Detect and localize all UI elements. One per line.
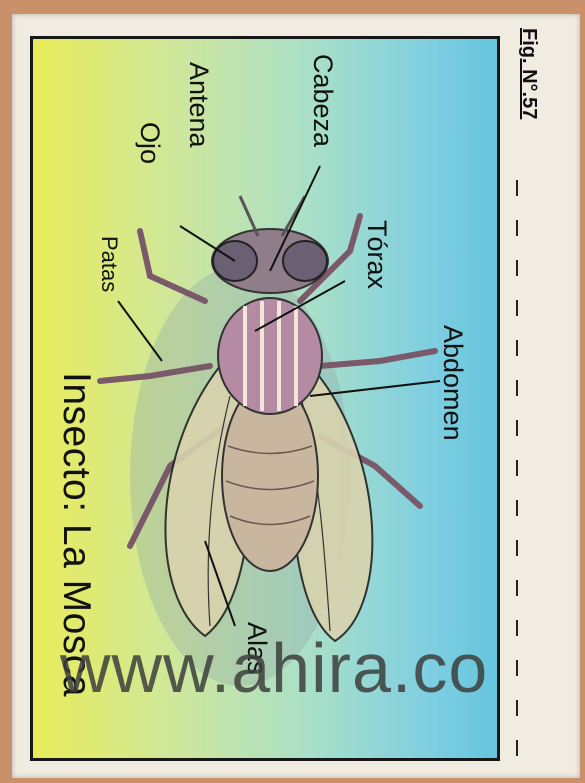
label-ojo: Ojo (134, 122, 165, 164)
label-patas: Patas (96, 236, 122, 292)
label-torax: Tórax (361, 220, 392, 289)
thorax-shape (218, 298, 322, 414)
label-cabeza: Cabeza (307, 54, 338, 147)
label-abdomen: Abdomen (437, 325, 468, 441)
figure-label: Fig. N°.57 (517, 28, 540, 119)
eye-right (283, 241, 327, 281)
watermark: www.ahira.co (60, 628, 488, 708)
label-antena: Antena (183, 62, 214, 148)
dashed-cut-line (516, 180, 518, 765)
